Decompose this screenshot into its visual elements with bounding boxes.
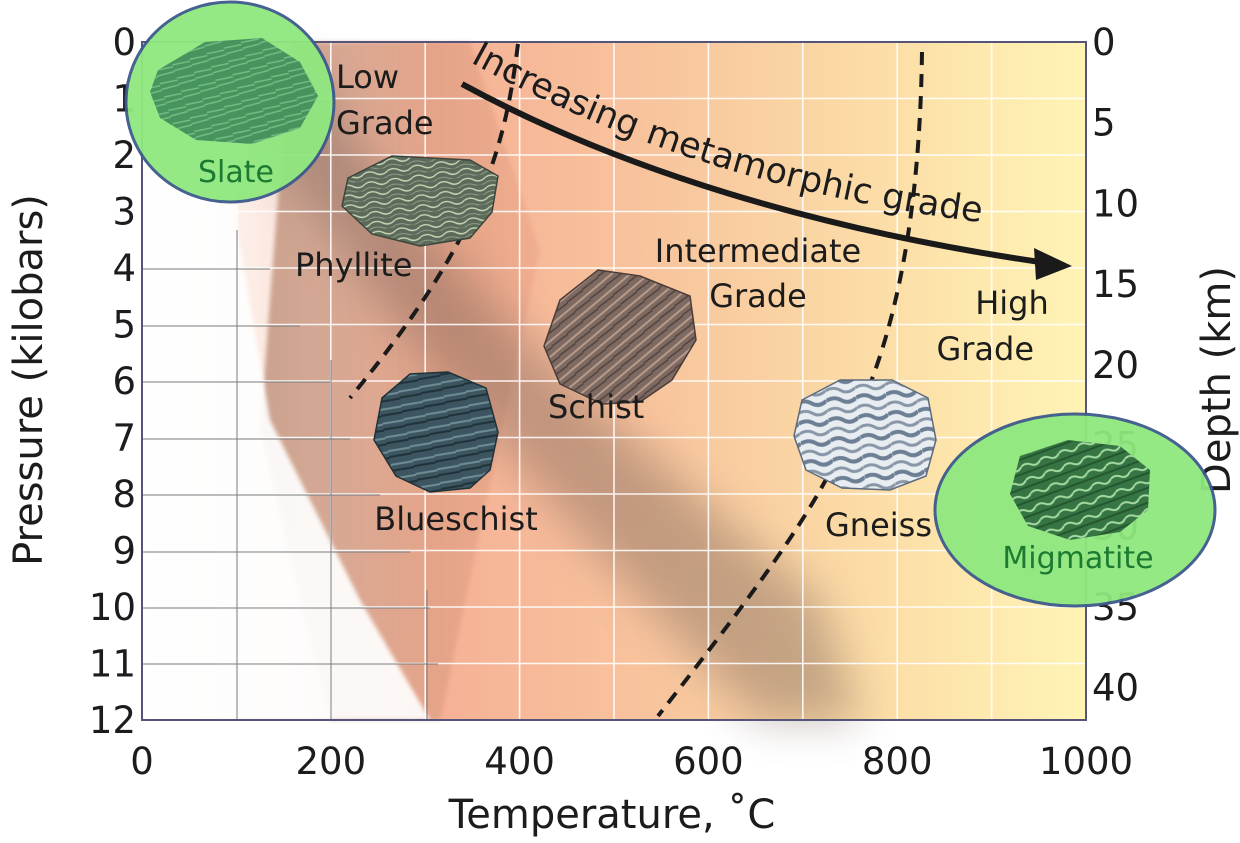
intermediate-grade-label-line2: Grade <box>709 277 807 315</box>
gneiss-label: Gneiss <box>825 506 932 544</box>
grade-labels: Low Grade Intermediate Grade High Grade <box>336 58 1049 368</box>
right-tick-label: 15 <box>1092 263 1139 306</box>
x-tick-label: 400 <box>484 740 555 783</box>
x-tick-label: 600 <box>673 740 744 783</box>
low-grade-label-line1: Low <box>336 58 399 96</box>
migmatite-sample <box>1010 440 1150 540</box>
rock-schist: Schist <box>543 269 697 426</box>
intermediate-high-boundary <box>656 51 924 718</box>
phyllite-sample <box>341 155 499 247</box>
right-axis-title: Depth (km) <box>1194 266 1240 494</box>
left-axis-title: Pressure (kilobars) <box>6 194 52 566</box>
migmatite-label: Migmatite <box>1002 541 1153 576</box>
left-tick-label: 2 <box>112 134 136 177</box>
x-tick-label: 0 <box>130 740 154 783</box>
x-axis-title: Temperature, ˚C <box>448 792 776 838</box>
right-tick-label: 5 <box>1092 102 1116 145</box>
left-tick-label: 7 <box>112 417 136 460</box>
lower-left-grid <box>142 230 438 720</box>
left-tick-label: 6 <box>112 360 136 403</box>
low-grade-label-line2: Grade <box>336 104 434 142</box>
schist-label: Schist <box>548 388 644 426</box>
left-tick-label: 12 <box>89 699 136 742</box>
left-tick-label: 0 <box>112 21 136 64</box>
intermediate-grade-label-line1: Intermediate <box>655 232 861 270</box>
slate-sample <box>150 38 318 144</box>
migmatite-highlight: Migmatite <box>933 412 1217 608</box>
x-tick-label: 1000 <box>1039 740 1133 783</box>
left-tick-label: 9 <box>112 530 136 573</box>
left-tick-label: 5 <box>112 304 136 347</box>
gneiss-sample <box>793 379 937 491</box>
right-tick-label: 20 <box>1092 344 1139 387</box>
right-tick-label: 40 <box>1092 667 1139 710</box>
plot-frame <box>141 41 1087 721</box>
arrow-head <box>1034 248 1072 280</box>
schist-sample <box>543 269 697 405</box>
grid-lines <box>142 42 1086 720</box>
rock-blueschist: Blueschist <box>373 371 538 538</box>
left-tick-label: 4 <box>112 247 136 290</box>
right-tick-label: 0 <box>1092 21 1116 64</box>
high-grade-label-line2: Grade <box>936 330 1034 368</box>
right-axis-ticks: 0510152025303540 <box>1092 21 1139 710</box>
right-tick-label: 10 <box>1092 182 1139 225</box>
rock-gneiss: Gneiss <box>793 379 937 544</box>
phyllite-label: Phyllite <box>295 246 412 284</box>
blueschist-sample <box>373 371 499 493</box>
x-tick-label: 800 <box>862 740 933 783</box>
slate-label: Slate <box>198 155 274 190</box>
left-tick-label: 11 <box>89 643 136 686</box>
arrow-line <box>460 81 1041 265</box>
x-tick-label: 200 <box>295 740 366 783</box>
left-tick-label: 3 <box>112 191 136 234</box>
slate-highlight: Slate <box>124 0 336 204</box>
x-axis-ticks: 0 200 400 600 800 1000 <box>130 740 1133 783</box>
high-grade-label-line1: High <box>975 284 1049 322</box>
rock-phyllite: Phyllite <box>295 155 499 284</box>
left-tick-label: 10 <box>89 586 136 629</box>
left-tick-label: 8 <box>112 473 136 516</box>
blueschist-label: Blueschist <box>374 500 537 538</box>
